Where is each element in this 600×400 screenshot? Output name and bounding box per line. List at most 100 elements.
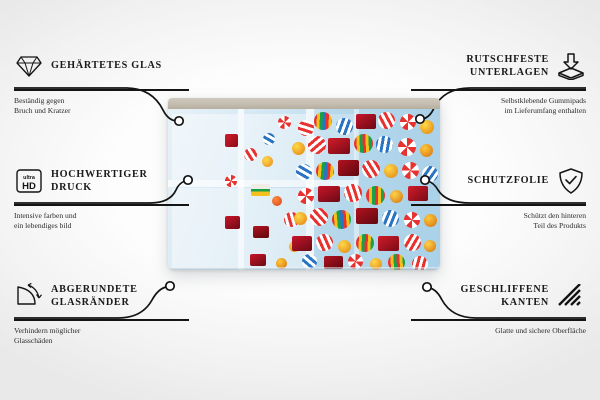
feature-header: GESCHLIFFENE KANTEN (411, 276, 586, 316)
feature-title: GEHÄRTETES GLAS (51, 60, 162, 72)
candy-striped (263, 133, 275, 145)
feature-rounded-edges: ABGERUNDETE GLASRÄNDER Verhindern möglic… (14, 276, 189, 347)
candy-striped (376, 136, 393, 153)
candy-round (292, 142, 305, 155)
feature-description: Schützt den hinteren Teil des Produkts (523, 210, 586, 231)
candy-round (420, 144, 433, 157)
candy-wrapped (408, 186, 428, 201)
rounded-corner-icon (14, 281, 44, 311)
candy-wrapped (328, 138, 350, 154)
candy-wrapped (225, 134, 238, 147)
candy-striped (316, 234, 333, 251)
board-bottom-edge (168, 267, 440, 270)
feature-description: Intensive farben und ein lebendiges bild (14, 210, 77, 231)
candy-wrapped (338, 160, 359, 176)
candy-striped (308, 136, 326, 154)
divider (411, 204, 586, 206)
candy-striped (412, 256, 428, 270)
candy-wrapped (251, 184, 270, 196)
feature-polished-edges: GESCHLIFFENE KANTEN Glatte und sichere O… (411, 276, 586, 336)
candy-round (420, 120, 434, 134)
candy-wrapped (250, 254, 266, 266)
candy-peppermint (225, 175, 237, 187)
divider (14, 319, 189, 321)
candy-peppermint (398, 138, 416, 156)
candy-striped (244, 148, 257, 161)
candy-rainbow (314, 112, 332, 130)
divider (14, 204, 189, 206)
candy-wrapped (324, 256, 343, 269)
feature-header: ABGERUNDETE GLASRÄNDER (14, 276, 189, 316)
candy-striped (404, 234, 421, 251)
feature-title: ABGERUNDETE GLASRÄNDER (51, 283, 138, 308)
candy-striped (302, 254, 317, 269)
candy-striped (382, 210, 399, 227)
candy-peppermint (348, 254, 363, 269)
candy-striped (362, 160, 380, 178)
candy-striped (310, 208, 328, 226)
feature-title: SCHUTZFOLIE (467, 175, 549, 187)
candy-round (272, 196, 282, 206)
candy-striped (344, 184, 362, 202)
candy-peppermint (278, 116, 291, 129)
candy-round (390, 190, 403, 203)
feature-description: Verhindern möglicher Glasschäden (14, 325, 81, 346)
candy-wrapped (318, 186, 340, 202)
feature-header: RUTSCHFESTE UNTERLAGEN (411, 46, 586, 86)
candy-round (276, 258, 287, 269)
candy-round (294, 212, 307, 225)
feature-description: Selbstklebende Gummipads im Lieferumfang… (501, 95, 586, 116)
candy-striped (378, 112, 395, 129)
candy-round (424, 214, 437, 227)
candy-striped (296, 164, 312, 180)
svg-text:ultra: ultra (23, 175, 36, 181)
feature-header: GEHÄRTETES GLAS (14, 46, 189, 86)
candy-wrapped (356, 114, 376, 129)
board-printed-face (168, 108, 440, 270)
ultra-hd-icon: ultra HD (14, 166, 44, 196)
feature-header: ultra HD HOCHWERTIGER DRUCK (14, 161, 189, 201)
candy-round (384, 164, 398, 178)
svg-text:HD: HD (22, 181, 36, 192)
candy-round (424, 240, 436, 252)
feature-title: HOCHWERTIGER DRUCK (51, 168, 148, 193)
feature-protective-film: SCHUTZFOLIE Schützt den hinteren Teil de… (411, 161, 586, 232)
window-mullion-vertical (238, 108, 244, 270)
divider (411, 319, 586, 321)
candy-striped (336, 118, 353, 135)
candy-rainbow (388, 254, 405, 270)
candy-wrapped (225, 216, 240, 229)
candy-peppermint (402, 162, 419, 179)
candy-rainbow (354, 134, 373, 153)
diamond-icon (14, 51, 44, 81)
candy-striped (298, 120, 314, 136)
feature-header: SCHUTZFOLIE (411, 161, 586, 201)
feature-title: GESCHLIFFENE KANTEN (460, 283, 549, 308)
board-top-edge (168, 98, 440, 109)
feature-description: Glatte und sichere Oberfläche (495, 325, 586, 335)
candy-rainbow (332, 210, 351, 229)
candy-peppermint (298, 188, 314, 204)
feature-description: Beständig gegen Bruch und Kratzer (14, 95, 71, 116)
anti-slip-pad-icon (556, 51, 586, 81)
diagonal-lines-icon (556, 281, 586, 311)
divider (411, 89, 586, 91)
divider (14, 89, 189, 91)
product-image-glass-board (168, 98, 440, 270)
candy-rainbow (366, 186, 385, 205)
candy-rainbow (356, 234, 374, 252)
candy-wrapped (378, 236, 399, 251)
feature-tempered-glass: GEHÄRTETES GLAS Beständig gegen Bruch un… (14, 46, 189, 117)
feature-title: RUTSCHFESTE UNTERLAGEN (466, 53, 549, 78)
candy-peppermint (404, 212, 420, 228)
candy-rainbow (316, 162, 334, 180)
candy-peppermint (400, 114, 416, 130)
feature-high-quality-print: ultra HD HOCHWERTIGER DRUCK Intensive fa… (14, 161, 189, 232)
candy-wrapped (356, 208, 378, 224)
candy-wrapped (292, 236, 312, 251)
feature-anti-slip-pads: RUTSCHFESTE UNTERLAGEN Selbstklebende Gu… (411, 46, 586, 117)
candy-round (338, 240, 351, 253)
window-mullion-horizontal (168, 180, 358, 187)
candy-wrapped (253, 226, 269, 238)
